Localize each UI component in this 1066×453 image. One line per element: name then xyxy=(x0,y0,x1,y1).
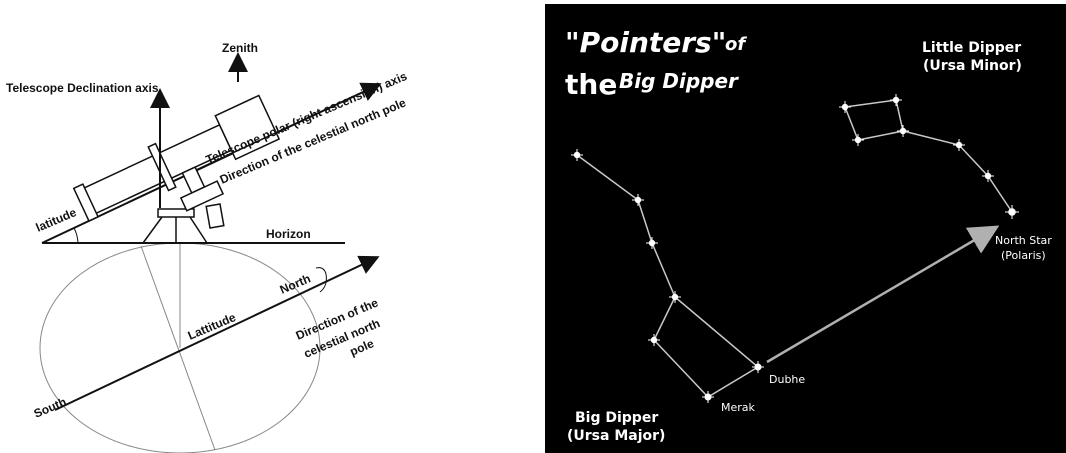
title-the: the xyxy=(565,68,617,101)
telescope-diagram-svg: Zenith Telescope Declination axis Telesc… xyxy=(6,41,409,453)
label-big-dipper: Big Dipper xyxy=(575,410,658,426)
big-dipper-handle xyxy=(576,154,676,298)
label-declination-axis: Telescope Declination axis xyxy=(6,81,159,95)
label-little-dipper: Little Dipper xyxy=(922,40,1021,56)
telescope-tube xyxy=(72,94,281,223)
polar-axis-arrow xyxy=(195,87,373,171)
little-dipper-handle xyxy=(902,130,1013,213)
label-merak: Merak xyxy=(721,401,756,414)
label-polaris: (Polaris) xyxy=(1001,249,1046,262)
little-dipper-lines xyxy=(844,99,904,141)
south-north-axis xyxy=(54,255,380,411)
label-horizon: Horizon xyxy=(266,227,311,241)
star-spikes xyxy=(571,94,1019,403)
title-pointers: "Pointers" xyxy=(565,26,726,59)
label-south: South xyxy=(32,395,69,421)
label-north-star: North Star xyxy=(995,234,1052,247)
telescope-counterweight xyxy=(205,203,225,229)
label-zenith: Zenith xyxy=(222,41,258,55)
title-of: of xyxy=(725,34,747,55)
globe-meridian-line xyxy=(140,245,216,451)
telescope-tripod xyxy=(142,208,208,244)
label-north: North xyxy=(278,271,313,296)
label-latitude: latitude xyxy=(34,205,79,235)
big-dipper-bowl xyxy=(653,296,760,398)
label-ursa-major: (Ursa Major) xyxy=(567,428,665,444)
latitude-angle-arc xyxy=(73,227,79,244)
pointer-arrow xyxy=(766,225,1000,364)
rotation-arrow xyxy=(315,267,327,293)
big-dipper-star-chart: "Pointers" of the Big Dipper Little Dipp… xyxy=(545,4,1066,453)
telescope-latitude-diagram: Zenith Telescope Declination axis Telesc… xyxy=(0,0,520,453)
label-ursa-minor: (Ursa Minor) xyxy=(923,58,1022,74)
label-dubhe: Dubhe xyxy=(769,373,805,386)
star-chart-svg: "Pointers" of the Big Dipper Little Dipp… xyxy=(565,26,1052,444)
title-big-dipper: Big Dipper xyxy=(619,69,739,93)
